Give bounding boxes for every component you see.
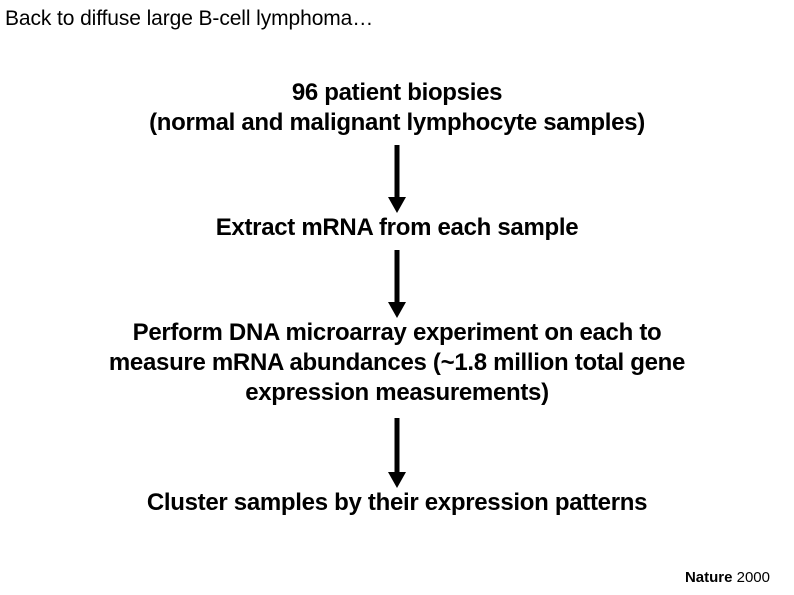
arrow-head <box>388 472 406 488</box>
arrow-head <box>388 197 406 213</box>
connector-arrow-down-2 <box>0 250 794 318</box>
arrow-shaft <box>394 250 400 304</box>
flow-step-cluster-line-1: Cluster samples by their expression patt… <box>146 489 648 516</box>
flow-step-biopsies: 96 patient biopsies (normal and malignan… <box>0 78 794 138</box>
source-attribution: Nature 2000 <box>685 569 770 587</box>
flow-step-microarray-line-3: expression measurements) <box>245 379 549 406</box>
arrow-down-icon <box>388 418 406 488</box>
flow-step-biopsies-line-2: (normal and malignant lymphocyte samples… <box>149 109 645 136</box>
spacer <box>0 243 794 250</box>
spacer <box>0 138 794 145</box>
arrow-head <box>388 302 406 318</box>
flow-step-cluster: Cluster samples by their expression patt… <box>0 488 794 518</box>
flow-step-microarray: Perform DNA microarray experiment on eac… <box>0 318 794 408</box>
flow-step-biopsies-line-1: 96 patient biopsies <box>291 79 503 106</box>
spacer <box>0 408 794 418</box>
arrow-down-icon <box>388 250 406 318</box>
flow-step-microarray-line-2: measure mRNA abundances (~1.8 million to… <box>108 349 686 376</box>
flow-step-extract: Extract mRNA from each sample <box>0 213 794 243</box>
attribution-year: 2000 <box>736 569 770 586</box>
flowchart: 96 patient biopsies (normal and malignan… <box>0 78 794 518</box>
flow-step-extract-line-1: Extract mRNA from each sample <box>215 214 579 241</box>
connector-arrow-down-1 <box>0 145 794 213</box>
attribution-source: Nature <box>684 569 733 586</box>
arrow-down-icon <box>388 145 406 213</box>
connector-arrow-down-3 <box>0 418 794 488</box>
arrow-shaft <box>394 418 400 474</box>
arrow-shaft <box>394 145 400 199</box>
flow-step-microarray-line-1: Perform DNA microarray experiment on eac… <box>132 319 662 346</box>
page-title: Back to diffuse large B-cell lymphoma… <box>5 7 374 30</box>
